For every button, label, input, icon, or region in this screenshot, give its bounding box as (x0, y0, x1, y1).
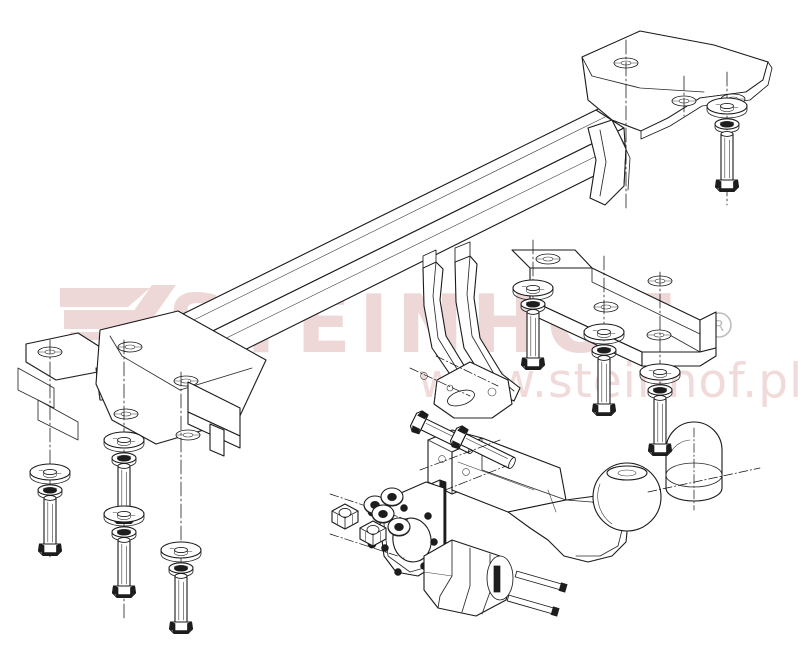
part-ball-cap (647, 421, 761, 511)
fastener-top-right (706, 71, 748, 206)
part-right-mount-plate (581, 30, 773, 206)
part-support-arms (409, 241, 521, 419)
svg-text:R: R (714, 317, 724, 335)
fastener-left-group (29, 339, 202, 635)
fastener-socket-group (329, 487, 411, 559)
part-tow-ball (592, 462, 662, 532)
part-neck-bolts (409, 410, 516, 497)
part-electrical-socket (423, 539, 568, 617)
fastener-right-group (512, 239, 681, 457)
assembly-centre-lines (625, 39, 685, 211)
